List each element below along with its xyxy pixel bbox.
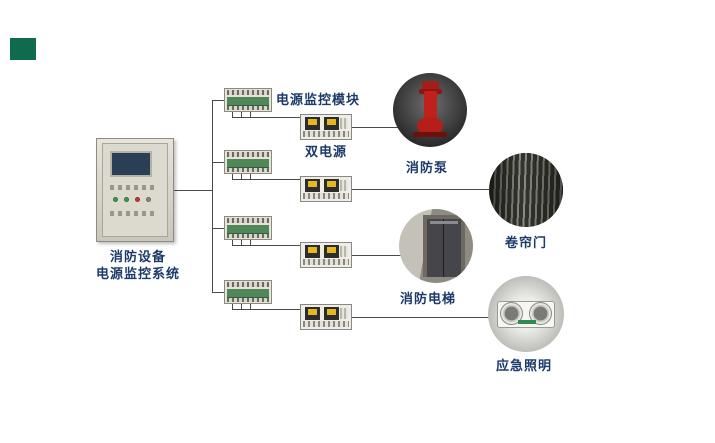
module-ticks-4 [232,304,254,309]
switch-handle-yellow [327,119,336,125]
switch-handle-yellow [327,247,336,253]
module-wire-3 [232,245,302,246]
switch-terminal-end [340,118,348,129]
cabinet-label-line2: 电源监控系统 [95,267,180,282]
legend-swatch [10,38,36,60]
module-wire-4 [232,309,302,310]
switch-terminal-base [303,193,349,199]
module-terminals-bottom [227,106,269,110]
cabinet-indicator-row [110,185,156,190]
power-monitor-module-4 [224,280,272,304]
pump-body [424,91,437,121]
fire-elevator-photo [399,209,473,283]
emergency-lamp-left [503,305,520,322]
switch-handle-yellow [308,247,317,253]
elevator-lintel [430,221,458,224]
power-monitor-module-3 [224,216,272,240]
module-board [227,159,269,168]
label-dual-power: 双电源 [305,145,348,160]
pump-motor [422,81,439,92]
switch-handle-yellow [308,309,317,315]
module-wire-2 [232,179,302,180]
label-fire-pump: 消防泵 [406,161,449,176]
bus-line-vertical [212,100,213,292]
branch-line-3 [212,228,224,229]
switch-terminal-base [303,259,349,265]
monitoring-cabinet [96,138,174,242]
emergency-light-fixture [497,301,555,328]
module-terminals-top [227,90,269,95]
emergency-lamp-right [532,305,549,322]
dual-power-switch-1 [300,114,352,140]
cabinet-label-line1: 消防设备 [109,250,166,265]
switch-terminal-end [340,308,348,319]
elevator-door-split [443,219,444,277]
label-emergency-lighting: 应急照明 [496,359,553,374]
label-roller-door: 卷帘门 [505,236,548,251]
module-terminals-top [227,152,269,157]
cabinet-button-green-1 [113,197,118,202]
module-terminals-top [227,282,269,287]
switch-terminal-end [340,246,348,257]
module-terminals-top [227,218,269,223]
module-board [227,225,269,234]
branch-line-1 [212,100,224,101]
pump-base [413,132,447,137]
cabinet-button-green-2 [124,197,129,202]
cabinet-bus-line [174,190,212,191]
switch-terminal-end [340,180,348,191]
module-ticks-3 [232,240,254,245]
cabinet-button-red [135,197,140,202]
label-power-monitoring-module: 电源监控模块 [276,93,361,108]
cabinet-screen [110,151,152,177]
module-terminals-bottom [227,298,269,302]
pump-volute [417,117,443,135]
switch-terminal-base [303,131,349,137]
switch-handle-yellow [308,181,317,187]
switch-handle-yellow [308,119,317,125]
power-monitor-module-1 [224,88,272,112]
fire-pump-photo [393,73,467,147]
module-board [227,289,269,298]
output-line-fire-pump [352,127,400,128]
door-shade [489,153,563,227]
branch-line-2 [212,162,224,163]
roller-door-photo [489,153,563,227]
module-terminals-bottom [227,234,269,238]
switch-handle-yellow [327,309,336,315]
label-fire-elevator: 消防电梯 [400,292,457,307]
cabinet-label: 消防设备 电源监控系统 [88,249,188,283]
switch-handle-yellow [327,181,336,187]
module-ticks-2 [232,174,254,179]
dual-power-switch-3 [300,242,352,268]
module-wire-1 [232,117,302,118]
elevator-door [427,219,461,277]
output-line-fire-elevator [352,255,406,256]
output-line-emergency-light [352,317,492,318]
dual-power-switch-2 [300,176,352,202]
branch-line-4 [212,292,224,293]
output-line-roller-door [352,189,495,190]
emergency-light-label-strip [518,320,536,324]
power-monitor-module-2 [224,150,272,174]
dual-power-switch-4 [300,304,352,330]
cabinet-vent [110,211,156,216]
switch-terminal-base [303,321,349,327]
module-terminals-bottom [227,168,269,172]
module-board [227,97,269,106]
emergency-light-photo [488,276,564,352]
module-ticks-1 [232,112,254,117]
cabinet-button-gray [146,197,151,202]
